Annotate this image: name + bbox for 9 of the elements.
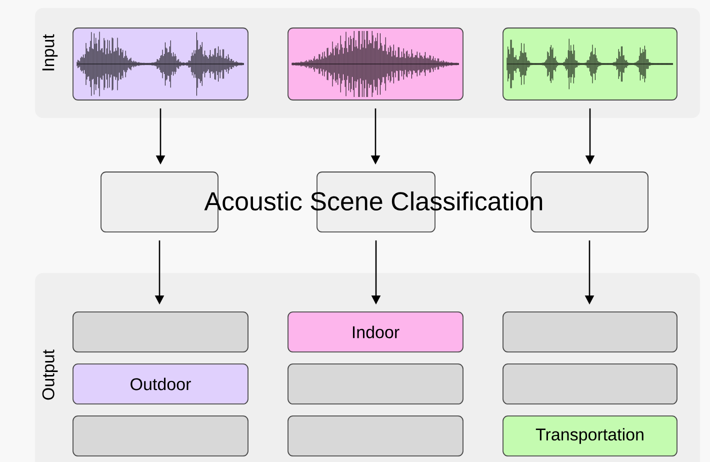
output-box (72, 312, 248, 352)
output-box: Transportation (502, 416, 678, 456)
output-box (502, 364, 678, 404)
output-box (72, 416, 248, 456)
output-box: Indoor (288, 312, 464, 352)
output-box (288, 416, 464, 456)
output-box (502, 312, 678, 352)
output-box (288, 364, 464, 404)
output-box: Outdoor (72, 364, 248, 404)
